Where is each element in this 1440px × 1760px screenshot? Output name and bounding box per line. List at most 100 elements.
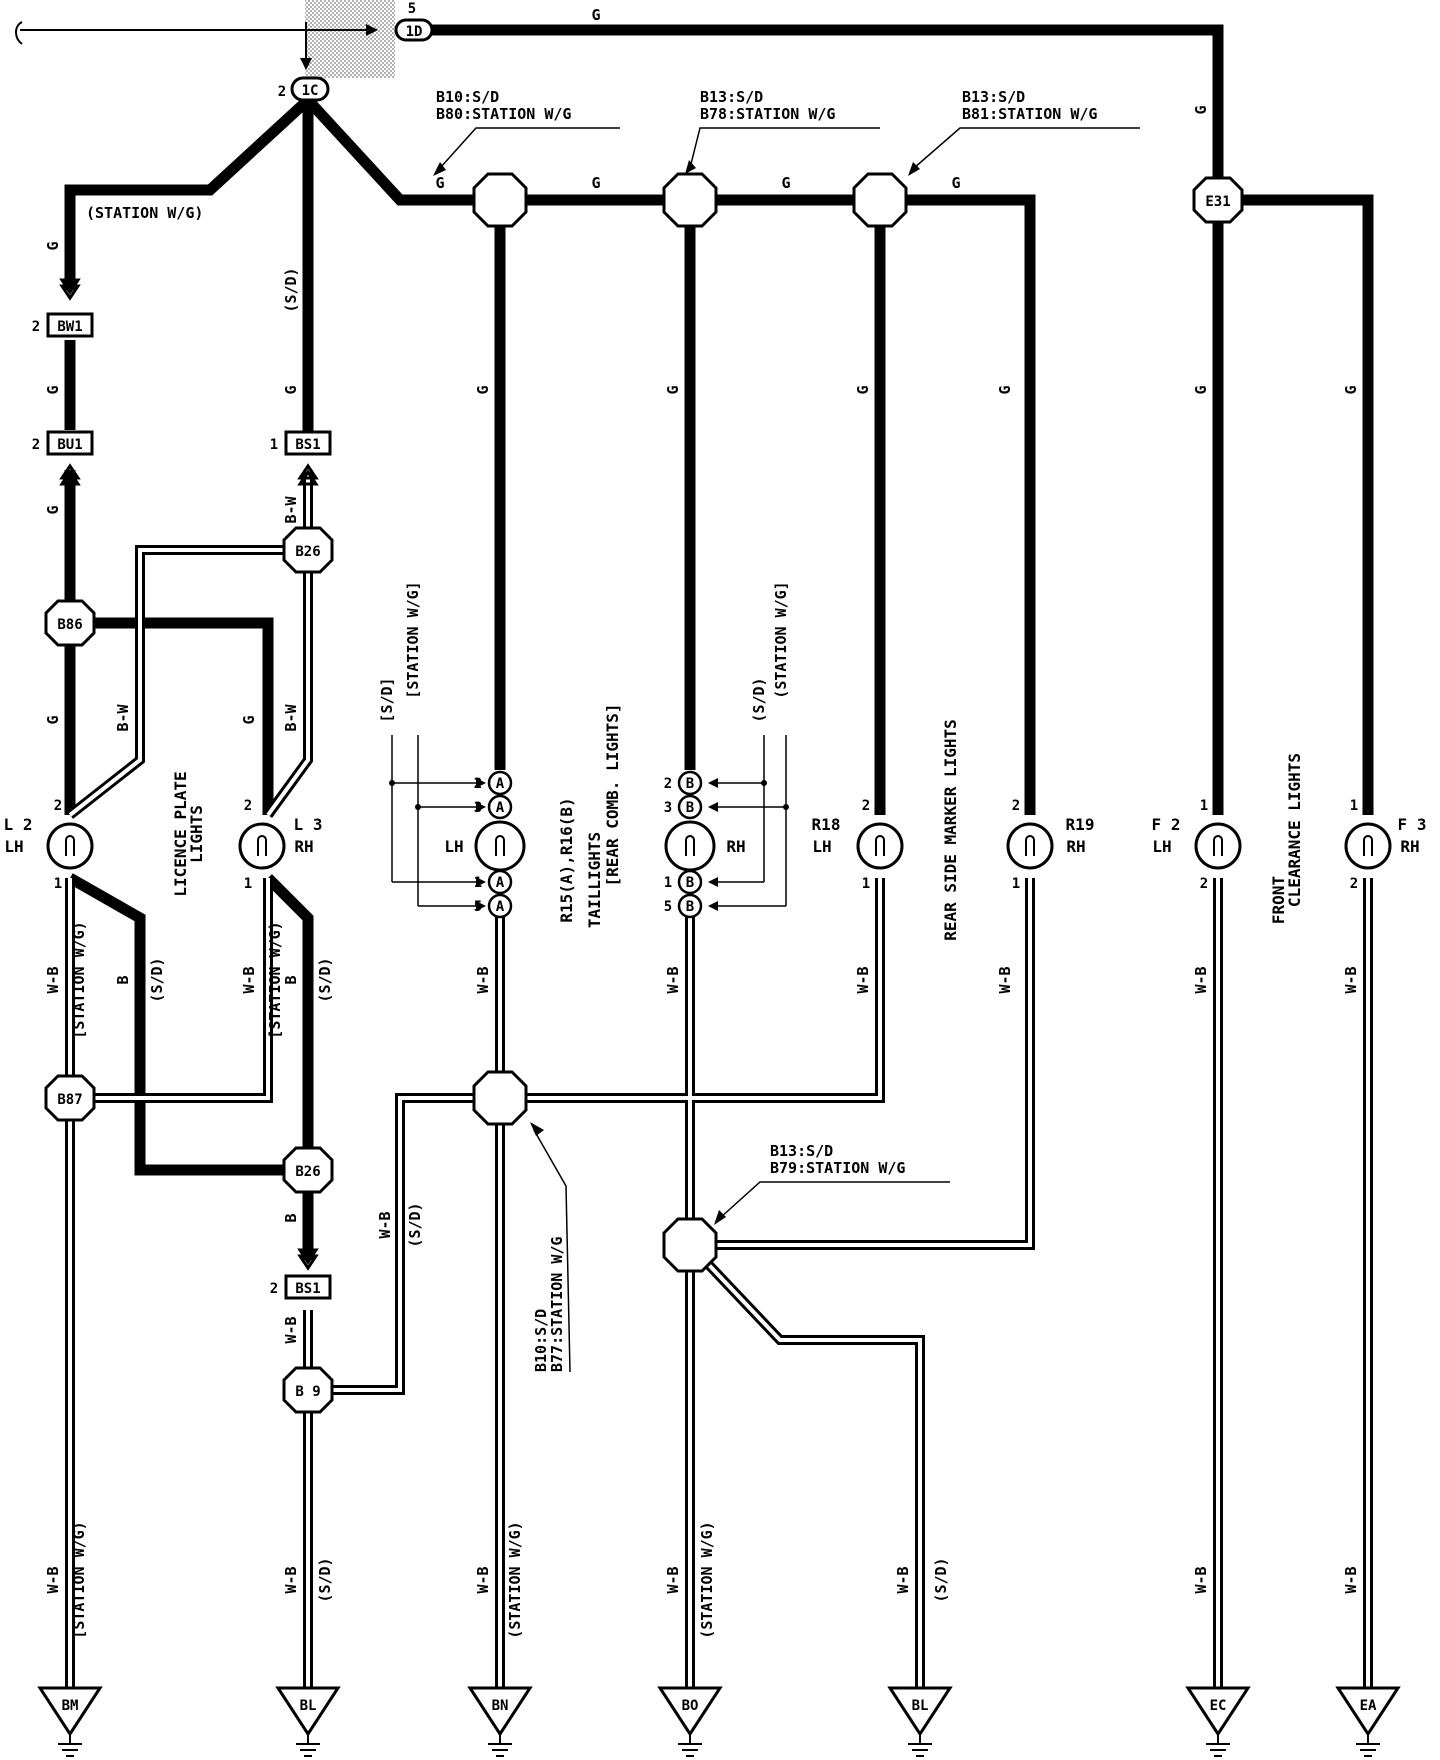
connector-bs1-top: BS1 1 [270,430,332,486]
svg-text:L 2: L 2 [4,815,33,834]
lamp-tail-lh: LH [444,820,526,872]
tail-pins-rh-text: B B B B 2 3 1 5 [664,776,694,915]
svg-text:1: 1 [1012,876,1020,892]
junction-e31: E31 [1192,176,1244,224]
variant-arrows [476,778,718,911]
svg-text:B26: B26 [295,544,320,560]
svg-text:CLEARANCE LIGHTS: CLEARANCE LIGHTS [1285,753,1304,907]
junction-b9: B 9 [282,1366,334,1414]
svg-text:L 3: L 3 [294,815,323,834]
svg-text:2: 2 [278,84,286,100]
svg-text:W-B: W-B [376,1211,394,1238]
svg-text:G: G [44,385,62,394]
svg-text:B13:S/D: B13:S/D [700,88,763,106]
svg-text:2: 2 [1200,876,1208,892]
ground-bm: BM [37,1686,103,1757]
connector-bs1-bottom: BS1 2 [270,1248,332,1300]
svg-text:LICENCE PLATE: LICENCE PLATE [171,771,190,896]
svg-text:G: G [854,385,872,394]
svg-text:G: G [44,505,62,514]
svg-text:W-B: W-B [1342,966,1360,993]
shaded-area [305,0,395,78]
arrow-right-icon [366,24,378,36]
svg-text:LH: LH [4,837,23,856]
svg-text:1: 1 [54,876,62,892]
taillights-label: R15(A),R16(B) TAILLIGHTS [REAR COMB. LIG… [557,703,622,928]
svg-text:W-B: W-B [1342,1566,1360,1593]
svg-text:A: A [496,875,505,891]
svg-text:LH: LH [1152,837,1171,856]
svg-text:W-B: W-B [996,966,1014,993]
licence-plate-label: LICENCE PLATE LIGHTS [171,771,206,896]
svg-text:BS1: BS1 [295,1281,320,1297]
svg-text:3: 3 [664,800,672,816]
ground-bn: BN [467,1686,533,1757]
svg-text:RH: RH [1400,837,1419,856]
lamp-r19: 2 1 R19 RH [1006,798,1095,892]
svg-text:(S/D): (S/D) [316,1557,334,1602]
arrow-down-icon [300,58,312,70]
svg-text:R15(A),R16(B): R15(A),R16(B) [557,797,576,922]
svg-text:B: B [282,1213,300,1222]
svg-text:R19: R19 [1066,815,1095,834]
svg-text:1: 1 [862,876,870,892]
svg-text:EA: EA [1360,1698,1377,1714]
svg-text:B13:S/D: B13:S/D [962,88,1025,106]
svg-text:W-B: W-B [240,966,258,993]
svg-text:FRONT: FRONT [1269,876,1288,924]
variant-lines [391,735,787,907]
junction-b26-bottom: B26 [282,1146,334,1194]
svg-text:G: G [282,385,300,394]
splice-points [472,172,908,1273]
svg-text:5: 5 [408,1,416,17]
svg-text:(S/D): (S/D) [750,677,768,722]
double-wires [65,470,1373,1690]
svg-text:W-B: W-B [282,1316,300,1343]
ground-ea: EA [1335,1686,1401,1757]
svg-text:(S/D): (S/D) [406,1202,424,1247]
svg-text:B86: B86 [57,617,82,633]
wire-color-labels: G G G G G G G G G G G G G G G G G G B-W … [44,6,1360,1594]
svg-text:(S/D): (S/D) [932,1557,950,1602]
svg-text:2: 2 [54,798,62,814]
svg-text:[STATION W/G): [STATION W/G) [70,1521,88,1638]
svg-text:W-B: W-B [474,1566,492,1593]
svg-text:1: 1 [664,875,672,891]
svg-text:G: G [44,715,62,724]
svg-text:1: 1 [270,437,278,453]
svg-text:W-B: W-B [44,966,62,993]
svg-text:(STATION W/G): (STATION W/G) [698,1521,716,1638]
splice-label-2: B13:S/D B78:STATION W/G [700,88,835,123]
junction-b26-top: B26 [282,526,334,574]
svg-text:A: A [496,800,505,816]
svg-text:B: B [282,975,300,984]
svg-text:B 9: B 9 [295,1384,320,1400]
svg-text:LIGHTS: LIGHTS [187,805,206,863]
svg-text:E31: E31 [1205,194,1230,210]
svg-text:2: 2 [244,798,252,814]
svg-text:[STATION W/G): [STATION W/G) [266,921,284,1038]
ground-bo: BO [657,1686,723,1757]
svg-text:(STATION W/G): (STATION W/G) [506,1521,524,1638]
svg-text:B10:S/D: B10:S/D [436,88,499,106]
svg-text:W-B: W-B [1192,966,1210,993]
svg-text:F 3: F 3 [1398,815,1427,834]
svg-text:B-W: B-W [282,703,300,731]
variant-labels: (STATION W/G) (S/D) [STATION W/G) (S/D) … [70,204,950,1639]
splice-label-5: B10:S/D B77:STATION W/G [532,1237,566,1372]
svg-text:1C: 1C [302,83,319,99]
svg-text:RH: RH [294,837,313,856]
callout-lines [439,127,1140,1373]
lamp-l3: 2 1 L 3 RH [238,798,323,892]
svg-text:TAILLIGHTS: TAILLIGHTS [585,832,604,928]
svg-text:(S/D): (S/D) [316,957,334,1002]
svg-text:W-B: W-B [44,1566,62,1593]
svg-text:B: B [686,800,694,816]
tail-pins-rh [677,770,703,919]
svg-text:B87: B87 [57,1092,82,1108]
svg-text:G: G [240,715,258,724]
svg-text:B-W: B-W [114,703,132,731]
svg-text:G: G [1192,105,1210,114]
svg-text:1D: 1D [406,24,423,40]
front-clearance-label: FRONT CLEARANCE LIGHTS [1269,753,1304,924]
